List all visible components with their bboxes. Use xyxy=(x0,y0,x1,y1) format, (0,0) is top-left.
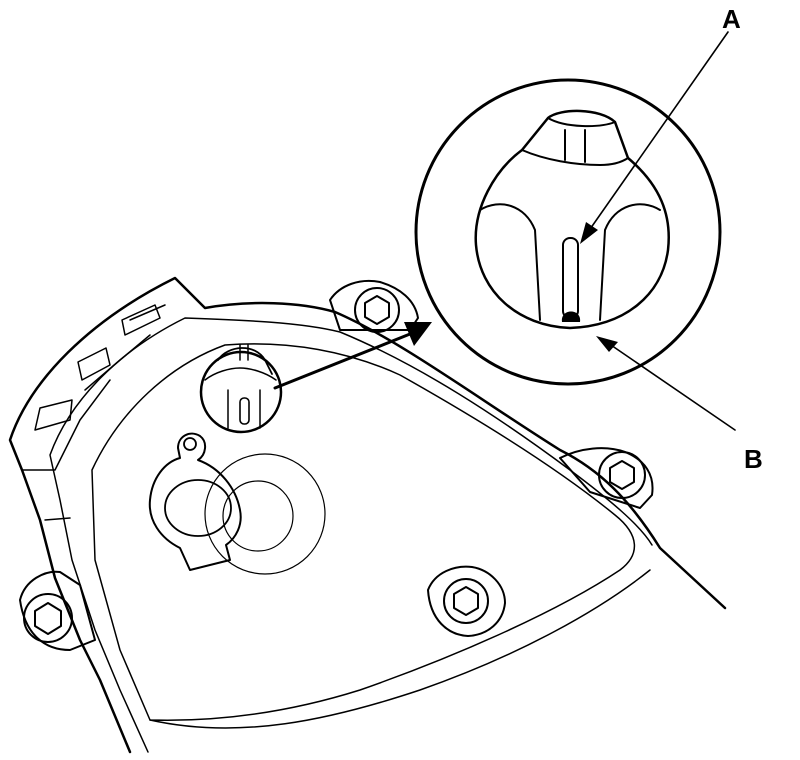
bolt-right xyxy=(559,447,654,509)
magnified-detail xyxy=(414,78,722,386)
bolt-left xyxy=(19,570,96,651)
callout-leader-b xyxy=(596,336,736,431)
magnify-arrow xyxy=(273,322,432,390)
timing-window-small xyxy=(199,344,283,434)
inspection-cap xyxy=(148,432,326,575)
label-a: A xyxy=(722,4,741,34)
bolt-top xyxy=(329,280,419,333)
bolt-center xyxy=(427,565,506,637)
callout-leader-a xyxy=(580,31,729,244)
label-b: B xyxy=(744,444,763,474)
